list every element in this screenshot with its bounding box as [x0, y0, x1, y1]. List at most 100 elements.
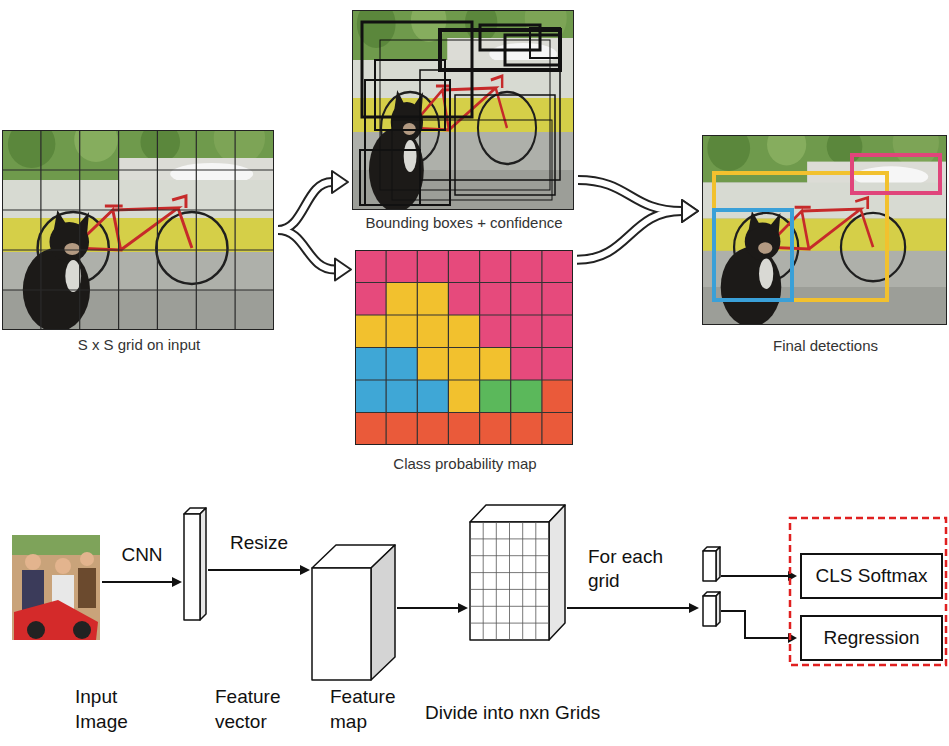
- class-probability-map: [480, 315, 573, 348]
- flow-arrow: [682, 200, 698, 222]
- flow-arrow: [332, 171, 348, 193]
- feature-map-block: [312, 545, 395, 680]
- connector-outline: [278, 180, 682, 270]
- flow-arrow: [172, 577, 182, 587]
- grid-photo: [2, 112, 274, 332]
- input-photo: [12, 535, 100, 640]
- bounding-box-photo: [530, 28, 560, 58]
- flow-arrow: [300, 565, 310, 575]
- flow-arrow: [577, 211, 682, 260]
- flow-arrow: [577, 211, 682, 260]
- grid-vector: [703, 547, 720, 626]
- connector-fill: [278, 171, 698, 281]
- output-bracket: [790, 518, 946, 665]
- flow-arrow: [102, 581, 173, 583]
- caption: S x S grid on input: [3, 335, 275, 355]
- flow-arrow: [278, 230, 335, 270]
- caption: Divide into nxn Grids: [425, 701, 705, 726]
- detection-photo: [702, 118, 947, 327]
- output-box: Regression: [800, 615, 943, 661]
- input-photo: [80, 552, 94, 566]
- flow-arrow: [278, 182, 332, 230]
- bounding-box-photo: [360, 150, 420, 205]
- bounding-box-photo: [352, 0, 574, 212]
- flow-arrow: [278, 230, 335, 270]
- feature-map-block: [371, 545, 395, 680]
- input-photo: [78, 568, 96, 608]
- flow-arrow: [578, 180, 698, 222]
- flow-arrow: [578, 180, 682, 211]
- class-probability-map: [355, 283, 386, 316]
- flow-arrow: [577, 211, 682, 260]
- output-box: CLS Softmax: [800, 553, 943, 599]
- caption: Bounding boxes + confidence: [353, 213, 575, 233]
- caption: Class probability map: [356, 454, 574, 474]
- flow-arrow: [397, 607, 459, 609]
- flow-arrow: [721, 611, 788, 638]
- edge-label: CNN: [119, 544, 164, 566]
- class-probability-map: [355, 250, 573, 283]
- detection-photo: [702, 118, 947, 327]
- feature-vector: Feature vector: [184, 508, 206, 620]
- caption: Feature map: [330, 685, 400, 734]
- image-panel: Class probability map: [355, 250, 573, 445]
- grid-block: [470, 522, 549, 640]
- flow-arrow: [278, 182, 332, 230]
- caption: Feature vector: [215, 685, 290, 734]
- bounding-box-photo: [455, 95, 555, 195]
- flow-arrow: [578, 180, 682, 211]
- grid-block: [549, 505, 565, 640]
- caption: Final detections: [703, 336, 948, 356]
- flow-arrow: [567, 607, 690, 609]
- feature-vector-bar: [184, 514, 200, 620]
- flow-arrow: [335, 259, 351, 281]
- flow-arrow: [397, 603, 468, 613]
- class-probability-map: [355, 380, 448, 413]
- detection-photo: [714, 210, 792, 300]
- flow-arrow: [278, 171, 348, 230]
- bounding-box-photo: [420, 70, 560, 180]
- grid-vector: [703, 596, 716, 626]
- bounding-box-photo: [365, 80, 450, 205]
- input-photo: [55, 558, 71, 574]
- grid-photo: [2, 112, 274, 332]
- input-photo: [22, 570, 44, 610]
- grid-photo: [2, 130, 274, 330]
- class-probability-map: [355, 250, 573, 445]
- feature-map-block: [312, 568, 371, 680]
- flow-arrow: [102, 577, 182, 587]
- annotation: For each grid: [588, 545, 684, 593]
- flow-arrow: [278, 182, 332, 230]
- flow-arrow: [721, 575, 788, 577]
- class-probability-map: [355, 250, 573, 445]
- detection-photo: [852, 155, 940, 193]
- bounding-box-photo: [352, 0, 574, 212]
- flow-arrow: [208, 565, 310, 575]
- flow-arrow: [689, 603, 699, 613]
- feature-map: Feature map: [312, 545, 395, 680]
- bounding-box-photo: [360, 22, 560, 205]
- image-panel: S x S grid on input: [2, 130, 274, 330]
- grid-block: [470, 505, 565, 640]
- image-panel: Bounding boxes + confidence: [352, 10, 574, 210]
- flow-arrow: [278, 230, 351, 281]
- input-image: Input Image: [12, 535, 100, 640]
- caption: Input Image: [75, 685, 137, 734]
- flow-arrow: [458, 603, 468, 613]
- grid-block: [470, 522, 549, 640]
- input-photo: [25, 554, 41, 570]
- bounding-box-photo: [380, 40, 550, 190]
- image-panel: Final detections: [702, 135, 947, 325]
- flow-arrow: [208, 569, 301, 571]
- input-photo: [27, 621, 45, 639]
- input-photo: [73, 621, 91, 639]
- box-label: Regression: [823, 627, 919, 649]
- input-photo: [12, 535, 100, 555]
- class-probability-map: [542, 380, 573, 413]
- flow-arrow: [682, 200, 698, 222]
- class-probability-map: [448, 380, 479, 413]
- flow-arrow: [278, 230, 335, 270]
- feature-vector-bar: [184, 508, 206, 620]
- grid-map: Divide into nxn Grids: [470, 505, 565, 640]
- bounding-box-photo: [392, 120, 552, 200]
